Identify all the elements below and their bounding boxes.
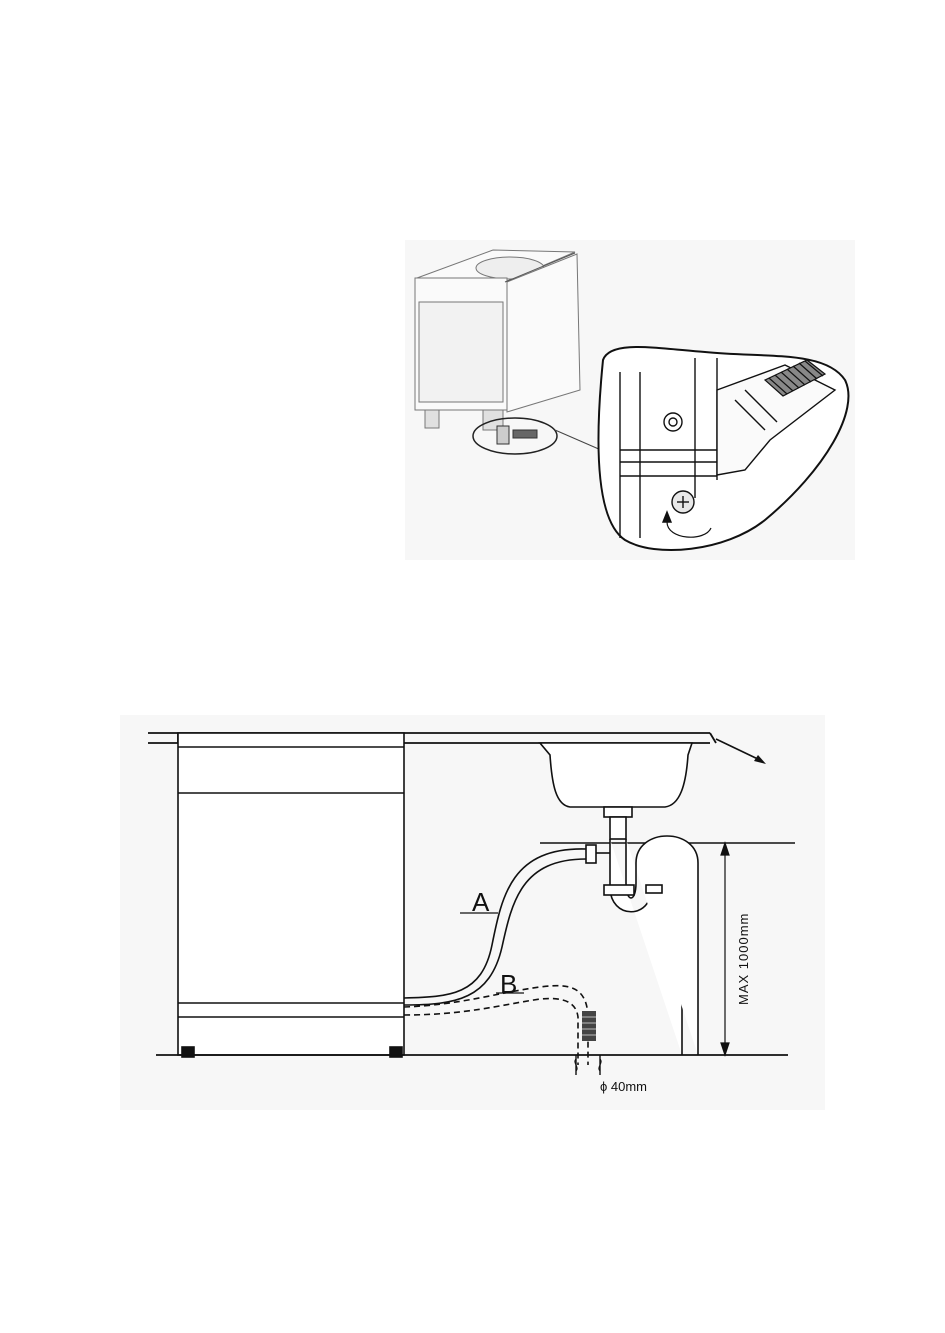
- pipe-diameter-label: ϕ 40mm: [600, 1079, 647, 1094]
- label-a: A: [472, 887, 490, 917]
- max-height-label: MAX 1000mm: [736, 913, 751, 1005]
- dishwasher-foot-figure: [405, 240, 855, 560]
- drain-hose-installation-figure: A B ϕ 40mm MAX 1000mm: [120, 715, 825, 1110]
- dishwasher-front: [178, 733, 404, 1057]
- drain-hose-diagram: A B ϕ 40mm MAX 1000mm: [120, 715, 825, 1110]
- label-b: B: [500, 969, 517, 999]
- dishwasher-foot-illustration: [405, 240, 855, 560]
